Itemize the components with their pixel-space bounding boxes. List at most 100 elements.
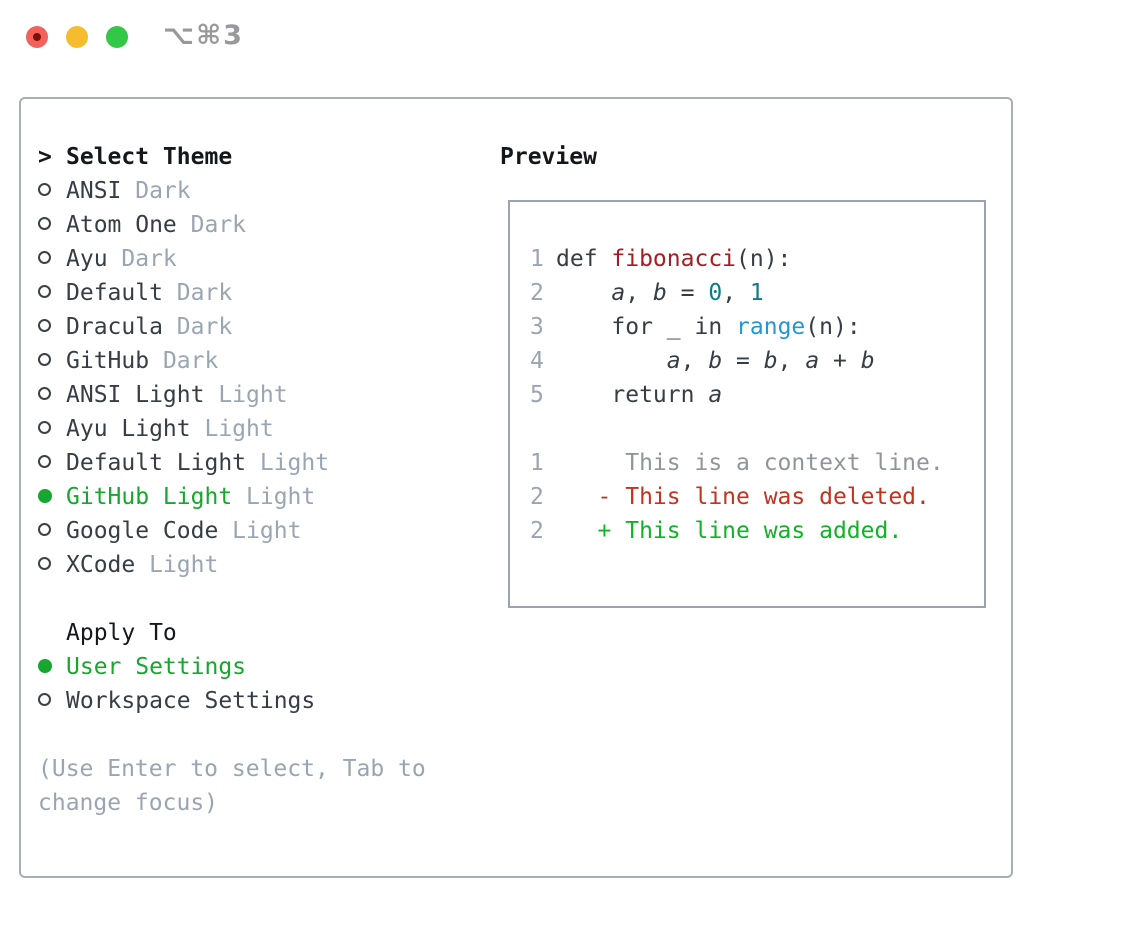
diff-text: + This line was added. — [556, 518, 903, 544]
variant-label: Dark — [176, 212, 247, 238]
line-number: 1 — [530, 450, 544, 476]
radio-unselected-icon — [38, 251, 51, 264]
theme-option-xcode[interactable]: XCode Light — [38, 548, 478, 582]
apply-option-user-settings[interactable]: User Settings — [38, 650, 478, 684]
theme-option-default-light[interactable]: Default Light Light — [38, 446, 478, 480]
code-token: def — [556, 246, 612, 272]
code-token — [556, 382, 611, 408]
theme-option-ayu-light[interactable]: Ayu Light Light — [38, 412, 478, 446]
diff-line-del: 2 - This line was deleted. — [530, 480, 944, 514]
diff-text: This is a context line. — [556, 450, 944, 476]
maximize-button[interactable] — [106, 26, 128, 48]
theme-option-google-code[interactable]: Google Code Light — [38, 514, 478, 548]
code-token: , — [722, 280, 750, 306]
option-label: XCode — [66, 552, 136, 578]
option-label: User Settings — [66, 654, 247, 680]
radio-unselected-icon — [38, 353, 51, 366]
variant-label: Dark — [121, 178, 191, 204]
minimize-button[interactable] — [66, 26, 88, 48]
radio-unselected-icon — [38, 693, 51, 706]
theme-option-ayu[interactable]: Ayu Dark — [38, 242, 478, 276]
select-theme-title: Select Theme — [66, 144, 233, 170]
variant-label: Light — [204, 382, 288, 408]
radio-unselected-icon — [38, 557, 51, 570]
code-token: 1 — [749, 280, 764, 306]
line-number: 2 — [530, 280, 544, 306]
code-token: range — [736, 314, 806, 340]
code-token: (n): — [805, 314, 861, 340]
line-number: 1 — [530, 246, 544, 272]
radio-unselected-icon — [38, 217, 51, 230]
code-token: = — [666, 280, 709, 306]
diff-text: - This line was deleted. — [556, 484, 930, 510]
line-number: 2 — [530, 484, 544, 510]
option-label: Default Light — [66, 450, 247, 476]
theme-option-github[interactable]: GitHub Dark — [38, 344, 478, 378]
option-label: ANSI — [66, 178, 122, 204]
code-token: b — [708, 348, 723, 374]
variant-label: Dark — [107, 246, 177, 272]
option-label: Workspace Settings — [66, 688, 316, 714]
code-token: , — [680, 348, 709, 374]
option-label: ANSI Light — [66, 382, 205, 408]
option-label: Atom One — [66, 212, 177, 238]
line-number: 3 — [530, 314, 544, 340]
diff-line-ctx: 1 This is a context line. — [530, 446, 944, 480]
apply-to-title: Apply To — [66, 620, 177, 646]
option-label: Dracula — [66, 314, 163, 340]
code-token: = — [722, 348, 764, 374]
variant-label: Dark — [162, 280, 233, 306]
spacer-row — [38, 718, 478, 752]
code-line: 5 return a — [530, 378, 944, 412]
theme-option-atom-one[interactable]: Atom One Dark — [38, 208, 478, 242]
close-dot-icon — [33, 33, 41, 41]
option-label: Ayu — [66, 246, 108, 272]
code-token: b — [860, 348, 875, 374]
variant-label: Light — [190, 416, 274, 442]
radio-unselected-icon — [38, 387, 51, 400]
variant-label: Light — [246, 450, 330, 476]
radio-unselected-icon — [38, 285, 51, 298]
radio-selected-icon — [38, 488, 52, 503]
theme-option-ansi[interactable]: ANSI Dark — [38, 174, 478, 208]
code-token: b — [763, 348, 778, 374]
code-token: for — [611, 314, 653, 340]
code-token: a — [708, 382, 723, 408]
apply-to-header-row: Apply To — [38, 616, 478, 650]
code-token: a — [666, 348, 681, 374]
theme-option-dracula[interactable]: Dracula Dark — [38, 310, 478, 344]
variant-label: Light — [232, 484, 316, 510]
variant-label: Dark — [149, 348, 219, 374]
code-token: a — [805, 348, 820, 374]
option-label: GitHub — [66, 348, 150, 374]
code-line: 4 a, b = b, a + b — [530, 344, 944, 378]
spacer-row — [38, 582, 478, 616]
radio-unselected-icon — [38, 523, 51, 536]
radio-unselected-icon — [38, 455, 51, 468]
code-token — [556, 280, 611, 306]
code-token: a — [611, 280, 626, 306]
code-token — [556, 314, 611, 340]
keyboard-shortcut-label: ⌥⌘3 — [163, 20, 244, 51]
preview-title: Preview — [500, 144, 597, 170]
radio-unselected-icon — [38, 421, 51, 434]
code-token: in — [694, 314, 723, 340]
option-label: Ayu Light — [66, 416, 191, 442]
code-token: (n): — [736, 246, 792, 272]
apply-option-workspace-settings[interactable]: Workspace Settings — [38, 684, 478, 718]
theme-option-github-light[interactable]: GitHub Light Light — [38, 480, 478, 514]
code-token: return — [611, 382, 695, 408]
close-button[interactable] — [26, 26, 48, 48]
code-token: b — [652, 280, 667, 306]
radio-unselected-icon — [38, 319, 51, 332]
theme-option-default[interactable]: Default Dark — [38, 276, 478, 310]
select-theme-header-row: >Select Theme — [38, 140, 478, 174]
theme-option-ansi-light[interactable]: ANSI Light Light — [38, 378, 478, 412]
